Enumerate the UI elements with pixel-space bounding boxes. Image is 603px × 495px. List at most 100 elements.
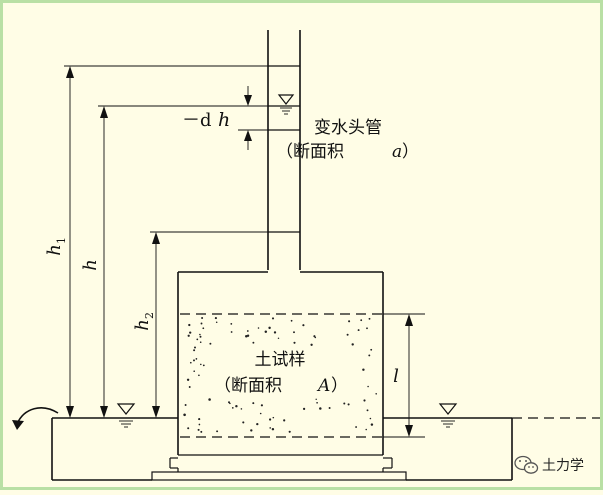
soil-dot	[277, 337, 280, 340]
soil-dot	[230, 322, 233, 325]
dh-dimension	[244, 86, 252, 150]
soil-dot	[288, 430, 291, 433]
soil-dot	[200, 430, 203, 433]
soil-dot	[302, 324, 305, 327]
soil-dot	[347, 403, 350, 406]
soil-dot	[246, 330, 249, 332]
soil-sample-title: 土试样	[255, 350, 306, 370]
soil-dot	[314, 336, 317, 339]
soil-dot	[369, 417, 372, 420]
soil-dot	[186, 378, 190, 381]
soil-dot	[195, 358, 198, 360]
soil-area-label: （断面积 A ）	[214, 376, 348, 396]
right-water-surface-icon	[438, 403, 458, 428]
soil-dot	[196, 338, 199, 341]
soil-dot	[257, 327, 260, 329]
soil-dot	[272, 416, 275, 419]
soil-dot	[245, 335, 248, 338]
soil-dot	[215, 321, 218, 324]
soil-dot	[269, 427, 272, 429]
soil-dot	[366, 409, 369, 412]
soil-dot	[363, 399, 366, 402]
soil-dot	[273, 331, 277, 334]
soil-dot	[214, 317, 217, 320]
soil-dot	[365, 428, 367, 431]
soil-dot	[250, 429, 253, 432]
soil-dot	[240, 408, 243, 410]
soil-dot	[201, 317, 204, 319]
soil-dot	[259, 412, 262, 415]
soil-dot	[268, 326, 271, 330]
soil-dot	[302, 407, 306, 411]
soil-dot	[271, 317, 275, 320]
soil-dot	[375, 393, 377, 395]
watermark: 土力学	[514, 455, 584, 474]
soil-dot	[252, 402, 255, 405]
soil-dot	[228, 401, 230, 404]
svg-text:h: h	[218, 109, 230, 131]
soil-dot	[348, 320, 351, 323]
soil-dot	[202, 327, 205, 330]
soil-dot	[362, 368, 365, 371]
svg-text:－d: －d	[182, 110, 212, 131]
wechat-icon	[514, 455, 539, 474]
sample-chamber	[151, 271, 407, 481]
svg-text:）: ）	[331, 376, 348, 396]
svg-text:A: A	[316, 376, 330, 396]
soil-dot	[343, 402, 346, 405]
base-plate	[151, 471, 407, 481]
l-label: l	[393, 366, 399, 387]
soil-dot	[235, 404, 238, 408]
soil-dot	[194, 346, 196, 349]
soil-dot	[242, 421, 245, 424]
dh-label: －d h	[182, 109, 230, 131]
l-dimension	[405, 314, 413, 437]
soil-dot	[200, 322, 203, 325]
soil-dot	[315, 398, 317, 401]
standpipe	[267, 30, 301, 270]
soil-dot	[367, 385, 369, 388]
h-dimension	[100, 106, 108, 418]
h-label: h	[80, 259, 101, 271]
soil-dot	[199, 335, 202, 338]
svg-text:h: h	[80, 259, 101, 271]
overflow-arrow-icon	[12, 407, 59, 430]
soil-dot	[351, 343, 354, 346]
h2-dimension	[152, 232, 160, 418]
svg-text:（断面积: （断面积	[276, 142, 344, 162]
svg-text:h: h	[132, 319, 153, 331]
soil-dot	[216, 430, 219, 433]
svg-text:（断面积: （断面积	[214, 376, 282, 396]
soil-dot	[355, 426, 358, 428]
pipe-title: 变水头管	[314, 118, 382, 138]
soil-dot	[290, 319, 293, 322]
soil-dot	[198, 423, 201, 426]
soil-dot	[293, 331, 295, 334]
h1-label: h 1	[44, 237, 68, 256]
soil-dot	[189, 361, 192, 364]
left-water-surface-icon	[116, 403, 136, 428]
soil-dot	[189, 331, 192, 334]
soil-dot	[187, 334, 190, 337]
soil-dot	[184, 404, 187, 406]
soil-dot	[293, 341, 296, 344]
soil-dot	[319, 407, 322, 410]
svg-text:h: h	[44, 244, 65, 256]
soil-dot	[256, 422, 259, 426]
soil-dot	[357, 329, 360, 332]
soil-dot	[283, 419, 286, 422]
soil-dot	[197, 428, 200, 431]
soil-dot	[200, 363, 202, 366]
soil-dot	[368, 317, 371, 320]
soil-dot	[346, 333, 349, 336]
soil-dot	[199, 341, 202, 343]
outer-tank	[51, 417, 600, 481]
svg-text:1: 1	[55, 237, 68, 244]
soil-dot	[193, 359, 195, 362]
soil-dot	[193, 349, 196, 352]
soil-dot	[187, 427, 190, 430]
pipe-area-label: （断面积 a ）	[276, 142, 419, 162]
